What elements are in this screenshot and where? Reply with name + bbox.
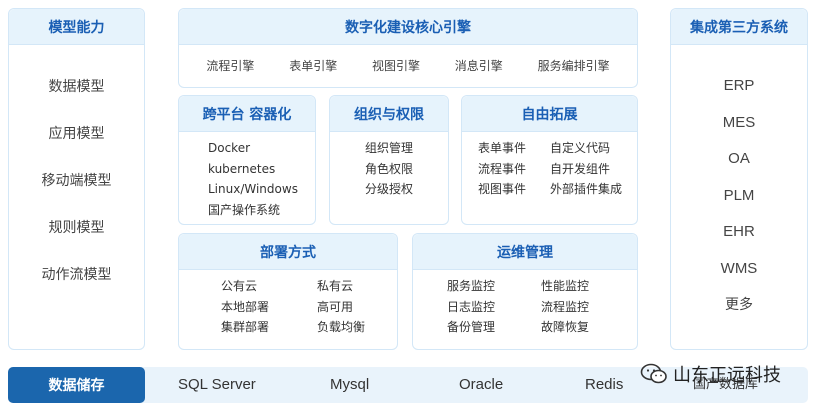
ops-management-list: 服务监控 性能监控 日志监控 流程监控 备份管理 故障恢复 bbox=[447, 276, 589, 338]
free-extension-list: 表单事件 自定义代码 流程事件 自开发组件 视图事件 外部插件集成 bbox=[478, 138, 622, 200]
data-storage-title: 数据储存 bbox=[8, 367, 145, 403]
core-engine-panel: 数字化建设核心引擎 流程引擎 表单引擎 视图引擎 消息引擎 服务编排引擎 bbox=[178, 8, 638, 88]
model-capability-title: 模型能力 bbox=[9, 9, 144, 45]
third-party-item: PLM bbox=[723, 186, 755, 204]
free-extension-item: 表单事件 bbox=[478, 141, 527, 155]
database-item: Mysql bbox=[330, 376, 370, 393]
third-party-item: EHR bbox=[723, 223, 755, 240]
core-engine-item: 消息引擎 bbox=[454, 59, 503, 73]
core-engine-item: 流程引擎 bbox=[206, 59, 255, 73]
third-party-item: OA bbox=[728, 150, 750, 167]
wechat-icon bbox=[640, 363, 667, 384]
data-storage-bar: 数据储存 SQL Server Mysql Oracle Redis 国产数据库 bbox=[8, 367, 808, 403]
deployment-list: 公有云 私有云 本地部署 高可用 集群部署 负载均衡 bbox=[221, 276, 365, 338]
deployment-item: 本地部署 bbox=[221, 299, 270, 314]
deployment-title: 部署方式 bbox=[179, 234, 397, 270]
database-item: Oracle bbox=[459, 376, 504, 393]
deployment-item: 负载均衡 bbox=[317, 320, 366, 334]
cross-platform-item: 国产操作系统 bbox=[208, 202, 281, 217]
third-party-integration-title: 集成第三方系统 bbox=[671, 9, 807, 45]
deployment-panel: 部署方式 公有云 私有云 本地部署 高可用 集群部署 负载均衡 bbox=[178, 233, 398, 350]
org-permission-item: 组织管理 bbox=[365, 141, 414, 155]
ops-management-item: 备份管理 bbox=[447, 320, 496, 334]
cross-platform-item: kubernetes bbox=[208, 161, 276, 176]
third-party-item: MES bbox=[722, 113, 756, 131]
ops-management-item: 日志监控 bbox=[447, 299, 496, 314]
core-engine-item: 服务编排引擎 bbox=[537, 59, 610, 73]
org-permission-item: 角色权限 bbox=[365, 161, 414, 176]
ops-management-panel: 运维管理 服务监控 性能监控 日志监控 流程监控 备份管理 故障恢复 bbox=[412, 233, 638, 350]
model-capability-panel: 模型能力 数据模型 应用模型 移动端模型 规则模型 动作流模型 bbox=[8, 8, 145, 350]
database-item: SQL Server bbox=[178, 376, 256, 393]
core-engine-list: 流程引擎 表单引擎 视图引擎 消息引擎 服务编排引擎 bbox=[179, 57, 637, 74]
model-item: 动作流模型 bbox=[41, 267, 112, 283]
ops-management-title: 运维管理 bbox=[413, 234, 637, 270]
third-party-integration-panel: 集成第三方系统 ERP MES OA PLM EHR WMS 更多 bbox=[670, 8, 808, 350]
watermark: 山东正远科技 bbox=[640, 362, 781, 386]
ops-management-item: 流程监控 bbox=[541, 299, 590, 314]
core-engine-item: 表单引擎 bbox=[289, 59, 338, 73]
cross-platform-title: 跨平台 容器化 bbox=[179, 96, 315, 132]
deployment-item: 私有云 bbox=[317, 279, 354, 293]
deployment-item: 公有云 bbox=[221, 279, 258, 293]
free-extension-panel: 自由拓展 表单事件 自定义代码 流程事件 自开发组件 视图事件 外部插件集成 bbox=[461, 95, 638, 225]
free-extension-item: 外部插件集成 bbox=[550, 182, 623, 196]
model-list: 数据模型 应用模型 移动端模型 规则模型 动作流模型 bbox=[9, 64, 144, 299]
model-item: 移动端模型 bbox=[41, 173, 112, 189]
watermark-text: 山东正远科技 bbox=[673, 365, 781, 386]
deployment-item: 高可用 bbox=[317, 299, 354, 314]
core-engine-title: 数字化建设核心引擎 bbox=[179, 9, 637, 45]
org-permission-item: 分级授权 bbox=[365, 182, 414, 196]
third-party-item: WMS bbox=[720, 259, 758, 277]
org-permission-title: 组织与权限 bbox=[330, 96, 448, 132]
third-party-list: ERP MES OA PLM EHR WMS 更多 bbox=[671, 68, 807, 324]
third-party-item: ERP bbox=[723, 77, 755, 94]
ops-management-item: 性能监控 bbox=[541, 279, 590, 293]
cross-platform-item: Linux/Windows bbox=[208, 182, 298, 196]
database-item: 国产数据库 bbox=[693, 377, 759, 392]
cross-platform-panel: 跨平台 容器化 Docker kubernetes Linux/Windows … bbox=[178, 95, 316, 225]
database-item: Redis bbox=[585, 376, 624, 393]
free-extension-item: 视图事件 bbox=[478, 182, 527, 196]
cross-platform-item: Docker bbox=[208, 141, 251, 155]
org-permission-panel: 组织与权限 组织管理 角色权限 分级授权 bbox=[329, 95, 449, 225]
org-permission-list: 组织管理 角色权限 分级授权 bbox=[365, 138, 413, 200]
model-item: 数据模型 bbox=[48, 79, 105, 95]
deployment-item: 集群部署 bbox=[221, 320, 270, 334]
model-item: 规则模型 bbox=[48, 220, 105, 236]
free-extension-title: 自由拓展 bbox=[462, 96, 637, 132]
cross-platform-list: Docker kubernetes Linux/Windows 国产操作系统 bbox=[208, 138, 298, 220]
ops-management-item: 故障恢复 bbox=[541, 320, 590, 334]
free-extension-item: 自定义代码 bbox=[550, 141, 611, 155]
free-extension-item: 自开发组件 bbox=[550, 161, 611, 176]
model-item: 应用模型 bbox=[48, 126, 105, 142]
third-party-item: 更多 bbox=[725, 297, 753, 313]
ops-management-item: 服务监控 bbox=[447, 279, 496, 293]
core-engine-item: 视图引擎 bbox=[371, 59, 420, 73]
free-extension-item: 流程事件 bbox=[478, 161, 527, 176]
